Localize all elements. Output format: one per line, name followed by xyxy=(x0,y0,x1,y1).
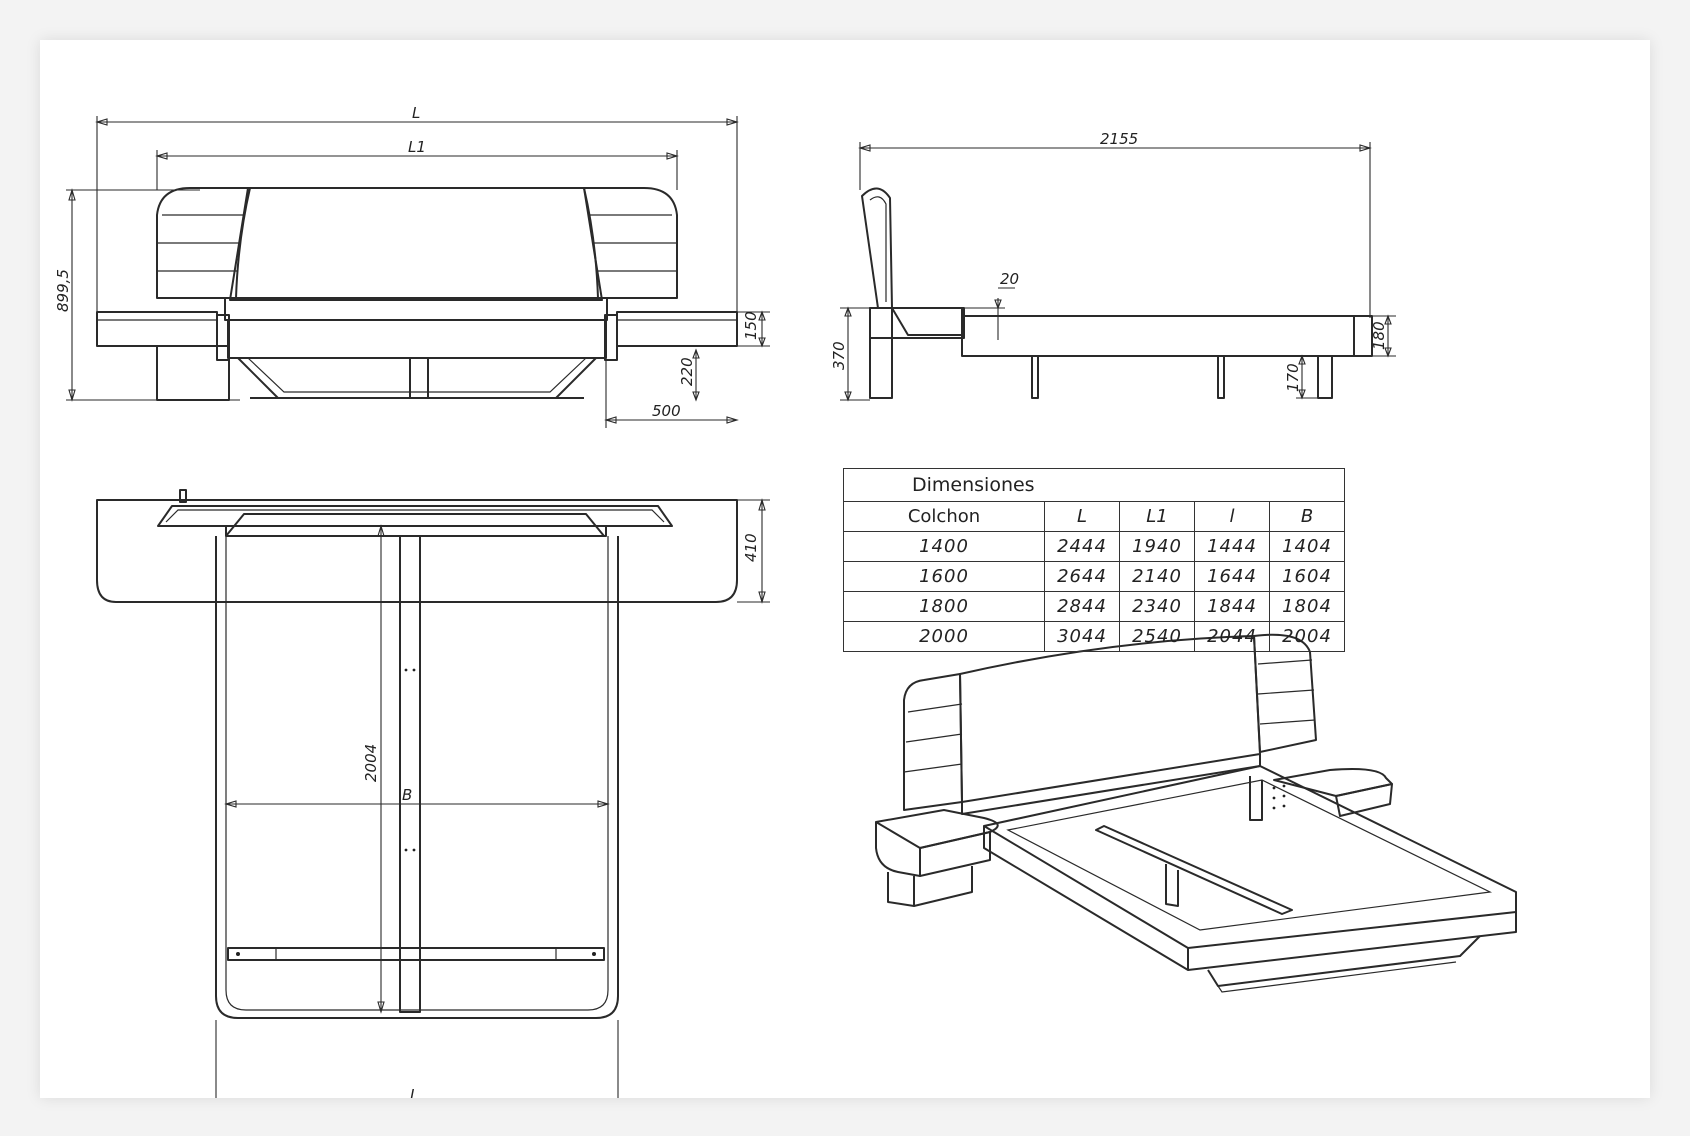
table-cell: 1644 xyxy=(1194,561,1270,592)
top-view: 2004 B 410 L xyxy=(96,489,770,1098)
dim-small-label: 20 xyxy=(1000,270,1019,288)
dim-nightstand-h-label: 150 xyxy=(742,311,760,340)
table-cell: 1844 xyxy=(1194,591,1270,622)
technical-drawing: L L1 899,5 xyxy=(54,104,1517,1098)
table-cell: 1600 xyxy=(843,561,1045,592)
header-L1: L1 xyxy=(1119,501,1195,532)
dim-head-h-label: 370 xyxy=(830,341,848,370)
table-cell: 1804 xyxy=(1269,591,1345,622)
drawing-sheet: L L1 899,5 xyxy=(40,40,1650,1098)
table-cell: 1444 xyxy=(1194,531,1270,562)
table-row: 1400 2444 1940 1444 1404 xyxy=(843,531,1345,562)
table-cell: 1940 xyxy=(1119,531,1195,562)
table-cell: 1400 xyxy=(843,531,1045,562)
table-cell: 2004 xyxy=(1269,621,1345,652)
dim-bottom-L-label: L xyxy=(410,1086,418,1098)
header-colchon: Colchon xyxy=(843,501,1045,532)
table-header-row: Colchon L L1 l B xyxy=(843,501,1345,532)
dim-L1-label: L1 xyxy=(408,138,426,156)
dimensions-table: Dimensiones Colchon L L1 l B 1400 2444 1… xyxy=(843,468,1345,652)
dim-B-label: B xyxy=(402,786,412,804)
header-l: l xyxy=(1194,501,1270,532)
table-cell: 2340 xyxy=(1119,591,1195,622)
table-cell: 1404 xyxy=(1269,531,1345,562)
table-row: 1600 2644 2140 1644 1604 xyxy=(843,561,1345,592)
table-row: 1800 2844 2340 1844 1804 xyxy=(843,591,1345,622)
table-cell: 2644 xyxy=(1044,561,1120,592)
table-cell: 2844 xyxy=(1044,591,1120,622)
table-title: Dimensiones xyxy=(843,468,1345,502)
dim-length-label: 2155 xyxy=(1100,130,1138,148)
front-view: L L1 899,5 xyxy=(54,104,770,428)
dim-height-label: 899,5 xyxy=(54,269,72,312)
dim-L-label: L xyxy=(412,104,420,122)
header-B: B xyxy=(1269,501,1345,532)
dim-nightstand-w-label: 500 xyxy=(652,402,681,420)
table-cell: 3044 xyxy=(1044,621,1120,652)
table-cell: 1800 xyxy=(843,591,1045,622)
dim-inner-length-label: 2004 xyxy=(362,744,380,782)
dim-leg-h-side-label: 170 xyxy=(1284,363,1302,392)
side-view: 2155 20 370 180 xyxy=(830,130,1396,402)
table-cell: 2540 xyxy=(1119,621,1195,652)
table-cell: 2000 xyxy=(843,621,1045,652)
table-cell: 2444 xyxy=(1044,531,1120,562)
header-L: L xyxy=(1044,501,1120,532)
dim-leg-h-label: 220 xyxy=(678,357,696,386)
table-cell: 1604 xyxy=(1269,561,1345,592)
isometric-view xyxy=(875,633,1517,993)
table-cell: 2044 xyxy=(1194,621,1270,652)
table-title-row: Dimensiones xyxy=(843,468,1345,502)
table-row: 2000 3044 2540 2044 2004 xyxy=(843,621,1345,652)
dim-frame-h-label: 180 xyxy=(1370,321,1388,350)
dim-depth-label: 410 xyxy=(742,533,760,562)
table-cell: 2140 xyxy=(1119,561,1195,592)
